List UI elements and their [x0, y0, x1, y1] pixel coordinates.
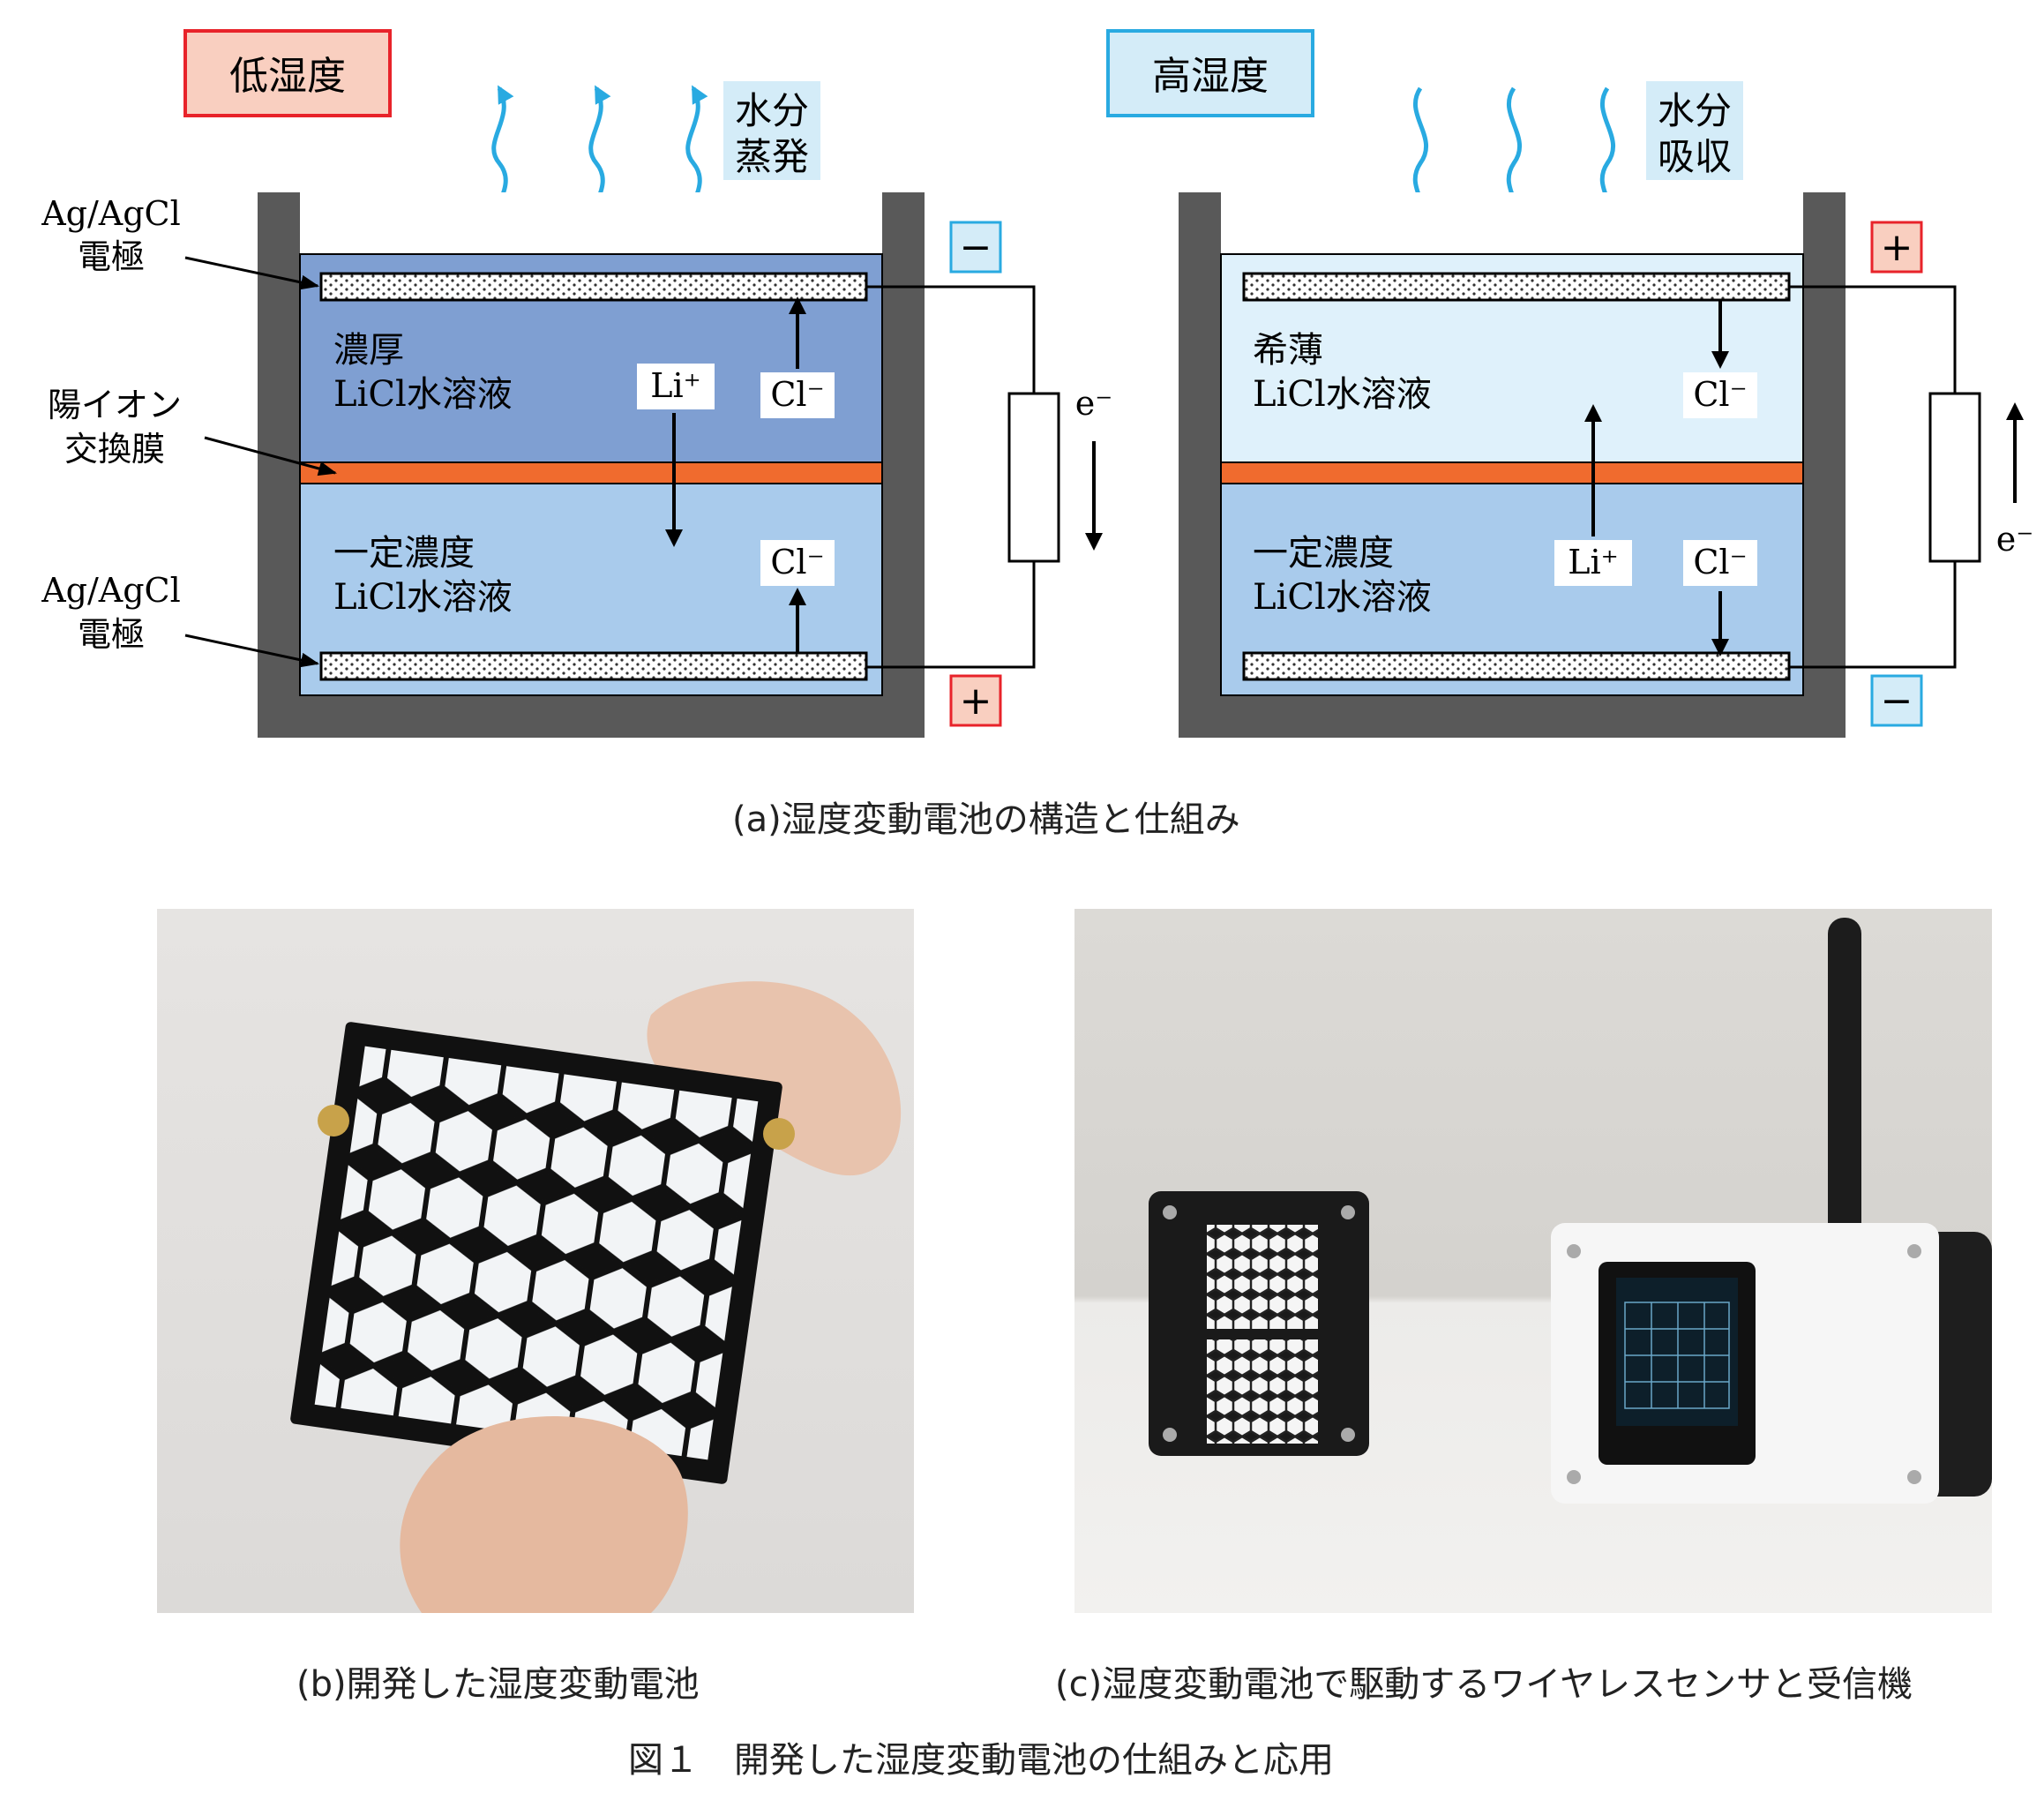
battery-mechanism-diagram: 低湿度 水分 蒸発 濃厚 LiCl水溶液 一定濃度 LiCl水溶液 Li⁺ Cl… — [41, 29, 2034, 738]
right-container-air — [1221, 192, 1803, 254]
high-humidity-label: 高湿度 — [1152, 54, 1269, 99]
lower-solution-right-label-line2: LiCl水溶液 — [1253, 577, 1432, 618]
bottom-polarity-right: − — [1881, 679, 1913, 724]
battery-window — [314, 1046, 759, 1460]
panel-c-caption: (c)湿度変動電池で駆動するワイヤレスセンサと受信機 — [1055, 1664, 1913, 1705]
top-electrode-left — [319, 272, 868, 302]
cl-ion-box-bottom-left — [760, 540, 835, 586]
bottom-electrode-left — [319, 651, 868, 681]
cl-ion-box-bottom-right — [1683, 540, 1757, 586]
cl-ion-bottom-left: Cl⁻ — [770, 543, 824, 581]
high-humidity-label-box — [1106, 29, 1314, 117]
lower-solution-label-line1: 一定濃度 — [333, 533, 475, 574]
cl-ion-top-left: Cl⁻ — [770, 375, 824, 414]
dilute-solution-label-line1: 希薄 — [1253, 330, 1323, 371]
gold-tab-right — [763, 1118, 795, 1150]
left-cell: 低湿度 水分 蒸発 濃厚 LiCl水溶液 一定濃度 LiCl水溶液 Li⁺ Cl… — [41, 29, 1113, 738]
upper-solution-label-line2: LiCl水溶液 — [333, 374, 513, 415]
evaporation-label-line2: 蒸発 — [735, 135, 809, 178]
membrane-label-line1: 陽イオン — [48, 386, 182, 424]
gold-tab-left — [318, 1105, 349, 1137]
battery-photo — [157, 909, 914, 1613]
membrane-label-line2: 交換膜 — [64, 430, 165, 469]
low-humidity-label-box — [183, 29, 392, 117]
cation-exchange-membrane-left — [299, 461, 883, 484]
thumb — [400, 1416, 688, 1613]
absorption-label-box — [1646, 81, 1743, 180]
cl-ion-box-top-right — [1683, 372, 1757, 418]
sensor-window-bottom — [1207, 1339, 1318, 1444]
receiver-screen — [1616, 1278, 1738, 1426]
li-ion-left: Li⁺ — [650, 366, 700, 405]
bottom-electrode-label-line1: Ag/AgCl — [41, 571, 181, 610]
bottom-polarity-left: + — [960, 679, 992, 724]
electron-label-left: e⁻ — [1075, 384, 1113, 423]
lower-solution-right-label-line1: 一定濃度 — [1253, 533, 1394, 574]
cl-ion-bottom-right: Cl⁻ — [1693, 543, 1747, 581]
lower-solution-label-line2: LiCl水溶液 — [333, 577, 513, 618]
right-cell: 高湿度 水分 吸収 希薄 LiCl水溶液 一定濃度 LiCl水溶液 Li⁺ Cl… — [1106, 29, 2034, 738]
absorption-label-line2: 吸収 — [1658, 135, 1732, 178]
top-polarity-box-right — [1870, 221, 1923, 274]
upper-solution-label-line1: 濃厚 — [333, 330, 404, 371]
evaporation-label-box — [723, 81, 820, 180]
top-electrode-right — [1242, 272, 1791, 302]
evaporation-label-line1: 水分 — [735, 89, 809, 132]
dilute-solution-label-line2: LiCl水溶液 — [1253, 374, 1432, 415]
li-ion-box-right — [1554, 540, 1632, 586]
left-container-air — [300, 192, 882, 254]
bottom-electrode-right — [1242, 651, 1791, 681]
receiver-screen-grid — [1624, 1302, 1730, 1409]
cation-exchange-membrane-right — [1220, 461, 1804, 484]
receiver-antenna — [1828, 918, 1861, 1253]
external-circuit-left — [866, 285, 1060, 669]
sensor-window-top — [1207, 1225, 1318, 1329]
sensor-receiver-photo — [1074, 909, 1992, 1613]
top-electrode-label-line1: Ag/AgCl — [41, 194, 181, 233]
cl-ion-top-right: Cl⁻ — [1693, 375, 1747, 414]
low-humidity-label: 低湿度 — [229, 54, 346, 99]
electron-label-right: e⁻ — [1996, 520, 2034, 559]
bottom-polarity-box-left — [949, 674, 1002, 727]
external-circuit-right — [1789, 285, 1981, 669]
upper-finger — [647, 981, 902, 1176]
battery-photo-illustration — [290, 981, 902, 1613]
panel-a-caption: (a)湿度変動電池の構造と仕組み — [732, 799, 1240, 840]
top-polarity-left: − — [960, 225, 992, 270]
bottom-electrode-leader — [184, 634, 320, 668]
top-electrode-label-line2: 電極 — [78, 237, 145, 276]
li-ion-box-left — [637, 364, 715, 409]
panel-b-caption: (b)開発した湿度変動電池 — [296, 1664, 700, 1705]
sensor-receiver-illustration — [1149, 918, 1992, 1504]
top-polarity-right: + — [1881, 225, 1913, 270]
bottom-electrode-label-line2: 電極 — [78, 615, 145, 654]
top-electrode-leader — [184, 256, 320, 290]
membrane-leader — [204, 436, 338, 476]
figure-caption: 図１ 開発した湿度変動電池の仕組みと応用 — [628, 1740, 1334, 1781]
bottom-polarity-box-right — [1870, 674, 1923, 727]
top-polarity-box-left — [949, 221, 1002, 274]
absorption-label-line1: 水分 — [1658, 89, 1732, 132]
cl-ion-box-top-left — [760, 372, 835, 418]
li-ion-right: Li⁺ — [1568, 543, 1618, 581]
